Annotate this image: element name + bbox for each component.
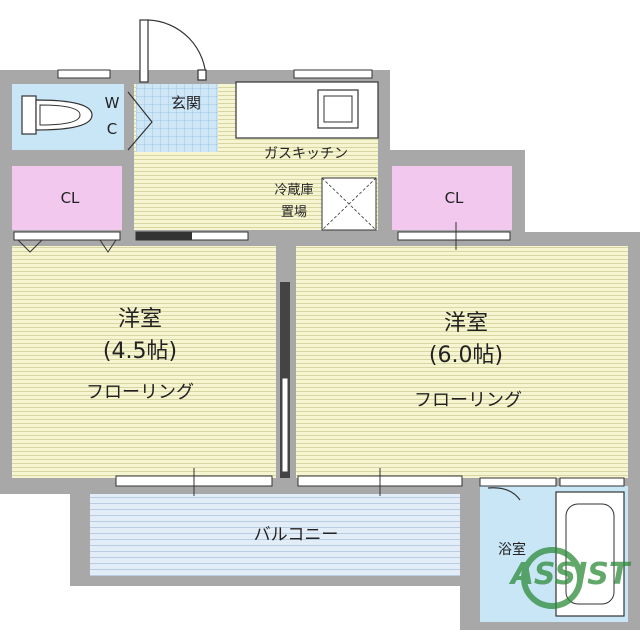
wc-door: [127, 91, 153, 151]
label-room-right-size: (6.0帖): [429, 343, 503, 368]
bath-door: [487, 487, 521, 501]
entrance-door: [139, 19, 207, 83]
label-fridge-1: 冷蔵庫: [274, 183, 313, 198]
label-kitchen: ガスキッチン: [264, 146, 348, 162]
svg-text:ASSIST: ASSIST: [509, 557, 632, 592]
label-room-left-name: 洋室: [118, 307, 162, 332]
label-balcony: バルコニー: [254, 525, 339, 545]
closet-right: [392, 166, 512, 230]
assist-logo: ASSIST: [509, 547, 632, 609]
label-room-right-name: 洋室: [444, 311, 488, 336]
label-room-left-floor: フローリング: [86, 382, 194, 403]
balcony-area: [90, 494, 460, 576]
toilet-icon: [35, 99, 93, 131]
closet-doors: [13, 222, 511, 253]
room-left: [12, 246, 276, 478]
label-fridge-2: 置場: [281, 205, 307, 220]
label-room-right-floor: フローリング: [414, 390, 522, 411]
windows: [57, 69, 625, 496]
label-wc-c: C: [107, 120, 117, 138]
closet-left: [12, 166, 122, 230]
label-wc-w: W: [105, 94, 120, 112]
kitchen-area: [134, 81, 379, 231]
wc-room: [12, 84, 124, 150]
label-closet-left: CL: [61, 189, 80, 207]
room-right: [296, 246, 628, 478]
label-room-left-size: (4.5帖): [103, 339, 177, 364]
label-closet-right: CL: [445, 189, 464, 207]
label-entrance: 玄関: [171, 94, 201, 112]
label-bath: 浴室: [498, 541, 526, 558]
